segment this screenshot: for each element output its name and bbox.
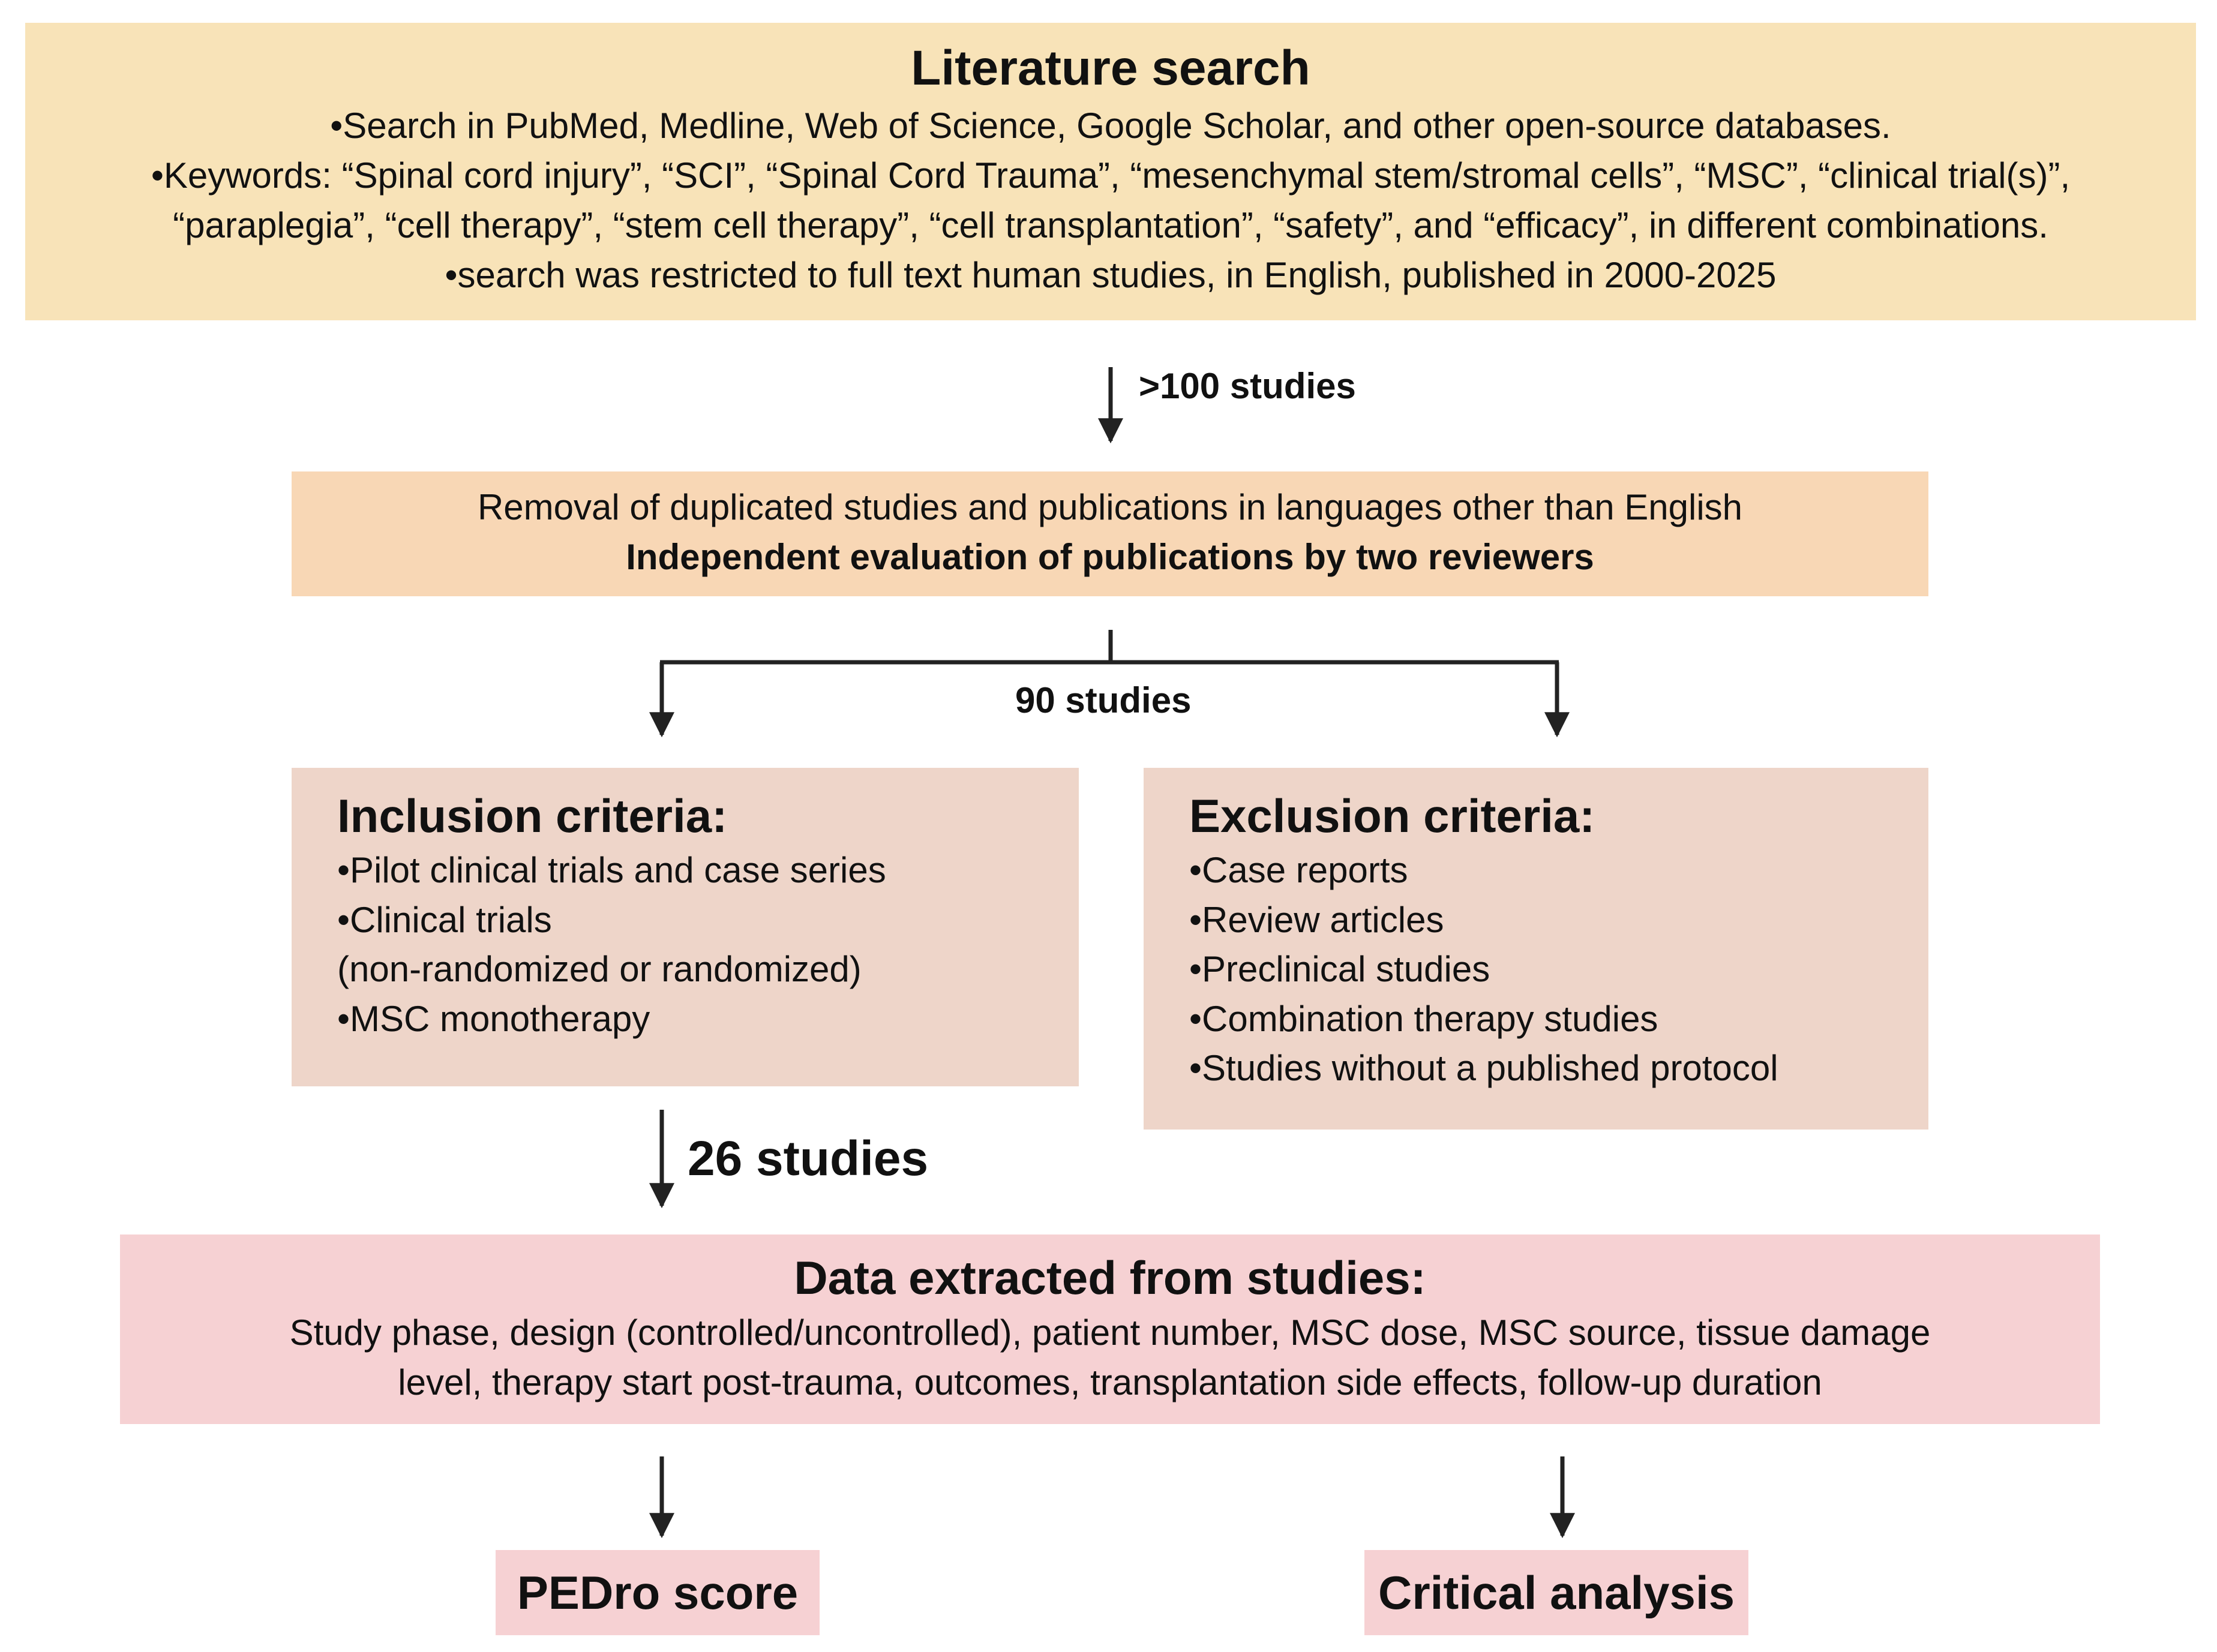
removal-line-2: Independent evaluation of publications b… [626,537,1594,577]
exclusion-item: •Combination therapy studies [1189,998,1658,1039]
removal-line-1: Removal of duplicated studies and public… [477,487,1743,527]
exclusion-item: •Studies without a published protocol [1189,1048,1778,1088]
inclusion-criteria-box: Inclusion criteria: •Pilot clinical tria… [292,768,1079,1086]
literature-search-line-4: •search was restricted to full text huma… [445,255,1777,295]
data-extracted-title: Data extracted from studies: [794,1251,1426,1304]
removal-box: Removal of duplicated studies and public… [292,471,1928,596]
exclusion-item: •Case reports [1189,850,1408,890]
inclusion-criteria-title: Inclusion criteria: [337,789,728,842]
count-after-screening: 90 studies [1015,680,1192,720]
inclusion-item: (non-randomized or randomized) [337,949,862,989]
count-included: 26 studies [688,1131,929,1186]
literature-search-box: Literature search •Search in PubMed, Med… [25,23,2196,320]
inclusion-item: •Pilot clinical trials and case series [337,850,886,890]
exclusion-item: •Preclinical studies [1189,949,1490,989]
critical-analysis-box: Critical analysis [1364,1550,1748,1635]
literature-search-line-3: “paraplegia”, “cell therapy”, “stem cell… [173,205,2048,245]
exclusion-criteria-list: •Case reports •Review articles •Preclini… [1189,846,1928,1094]
data-extracted-line-1: Study phase, design (controlled/uncontro… [289,1312,1931,1353]
inclusion-item: •MSC monotherapy [337,998,650,1039]
exclusion-criteria-box: Exclusion criteria: •Case reports •Revie… [1144,768,1928,1130]
data-extracted-line-2: level, therapy start post-trauma, outcom… [398,1362,1822,1402]
literature-search-line-2: •Keywords: “Spinal cord injury”, “SCI”, … [151,155,2071,196]
literature-search-line-1: •Search in PubMed, Medline, Web of Scien… [330,106,1891,146]
inclusion-criteria-list: •Pilot clinical trials and case series •… [337,846,1079,1044]
literature-search-title: Literature search [911,41,1310,95]
count-after-search: >100 studies [1139,366,1356,406]
exclusion-criteria-title: Exclusion criteria: [1189,789,1595,842]
exclusion-item: •Review articles [1189,899,1444,940]
data-extracted-box: Data extracted from studies: Study phase… [120,1235,2100,1424]
pedro-score-box: PEDro score [496,1550,820,1635]
inclusion-item: •Clinical trials [337,899,552,940]
